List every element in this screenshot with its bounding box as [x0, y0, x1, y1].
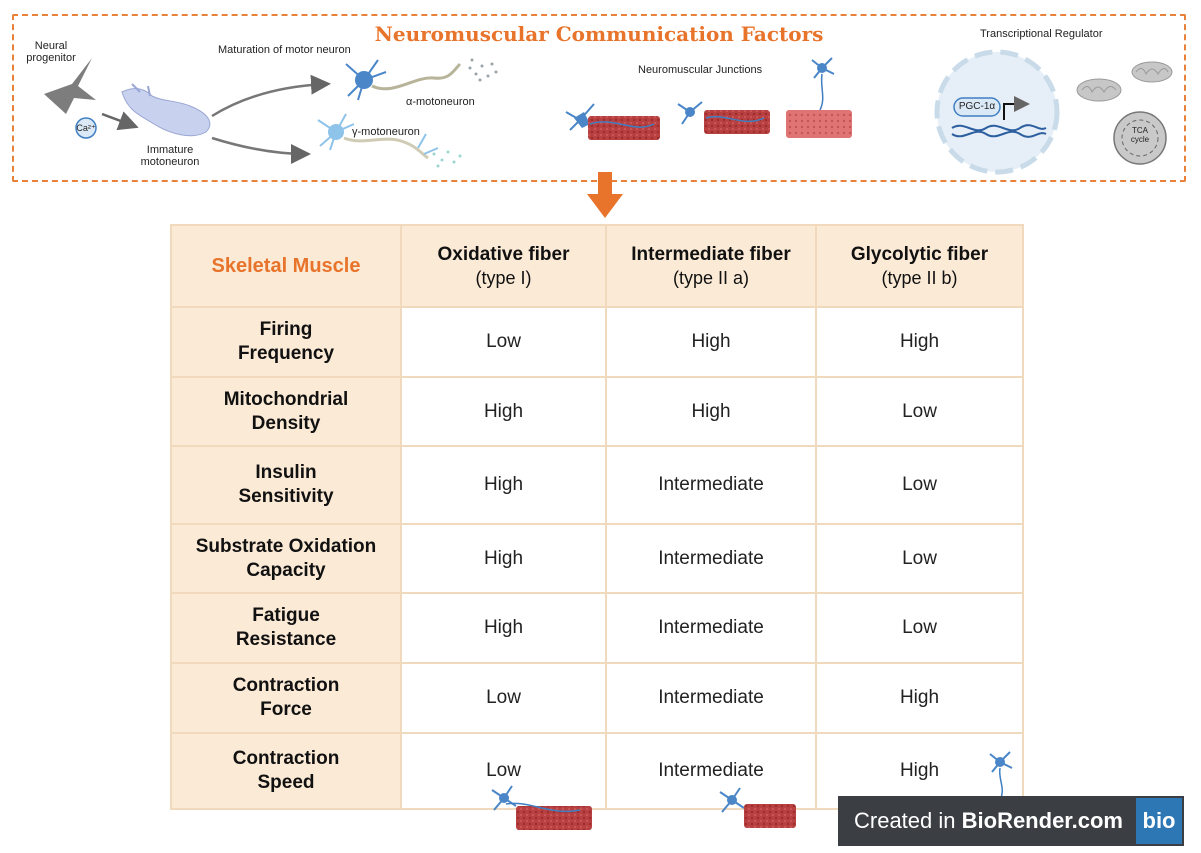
- gamma-motoneuron-icon: [317, 113, 462, 168]
- table-cell: High: [605, 376, 817, 447]
- table-cell: Low: [400, 732, 607, 810]
- table-cell: High: [400, 523, 607, 594]
- column-header-oxidative: Oxidative fiber (type I): [400, 224, 607, 308]
- table-cell: Low: [815, 445, 1024, 525]
- neuromuscular-factors-panel: Neuromuscular Communication Factors: [12, 14, 1186, 182]
- table-cell: High: [815, 306, 1024, 378]
- neural-progenitor-icon: [44, 58, 96, 114]
- table-cell: Low: [815, 592, 1024, 664]
- table-header-row: Skeletal Muscle Oxidative fiber (type I)…: [170, 224, 1024, 308]
- table-cell: Low: [815, 376, 1024, 447]
- regulator-label: Transcriptional Regulator: [980, 28, 1103, 40]
- calcium-label: Ca²⁺: [76, 123, 96, 133]
- column-header-glycolytic: Glycolytic fiber (type II b): [815, 224, 1024, 308]
- table-cell: High: [815, 662, 1024, 734]
- mitochondria-icon: [1076, 61, 1173, 165]
- table-cell: Intermediate: [605, 662, 817, 734]
- table-cell: Low: [815, 523, 1024, 594]
- table-cell: Intermediate: [605, 732, 817, 810]
- calcium-icon: [75, 117, 97, 139]
- banner-illustration: [44, 49, 1173, 175]
- banner-title: Neuromuscular Communication Factors: [374, 22, 824, 46]
- table-cell: Intermediate: [605, 592, 817, 664]
- badge-text: Created in BioRender.com: [854, 808, 1123, 833]
- nucleus-icon: [934, 49, 1060, 175]
- biorender-logo: bio: [1136, 798, 1182, 844]
- alpha-motoneuron-label: α-motoneuron: [406, 96, 475, 108]
- maturation-label: Maturation of motor neuron: [218, 44, 351, 56]
- alpha-motoneuron-icon: [345, 58, 498, 101]
- biorender-badge[interactable]: Created in BioRender.com bio: [838, 796, 1184, 846]
- fiber-type-table: Skeletal Muscle Oxidative fiber (type I)…: [170, 224, 1024, 810]
- table-cell: Intermediate: [605, 523, 817, 594]
- pgc-label: PGC-1α: [958, 101, 996, 112]
- table-cell: High: [400, 445, 607, 525]
- table-cell: Low: [400, 662, 607, 734]
- immature-motoneuron-icon: [121, 83, 211, 137]
- table-cell: High: [605, 306, 817, 378]
- corner-cell: Skeletal Muscle: [170, 224, 402, 308]
- gamma-motoneuron-label: γ-motoneuron: [352, 126, 420, 138]
- table-cell: Low: [400, 306, 607, 378]
- nmj-label: Neuromuscular Junctions: [638, 64, 763, 76]
- table-cell: Intermediate: [605, 445, 817, 525]
- table-cell: High: [400, 592, 607, 664]
- down-arrow-icon: [587, 172, 623, 218]
- skeletal-muscle-title: Skeletal Muscle: [211, 254, 361, 277]
- neuromuscular-junctions-icon: [565, 57, 852, 140]
- table-cell: High: [400, 376, 607, 447]
- column-header-intermediate: Intermediate fiber (type II a): [605, 224, 817, 308]
